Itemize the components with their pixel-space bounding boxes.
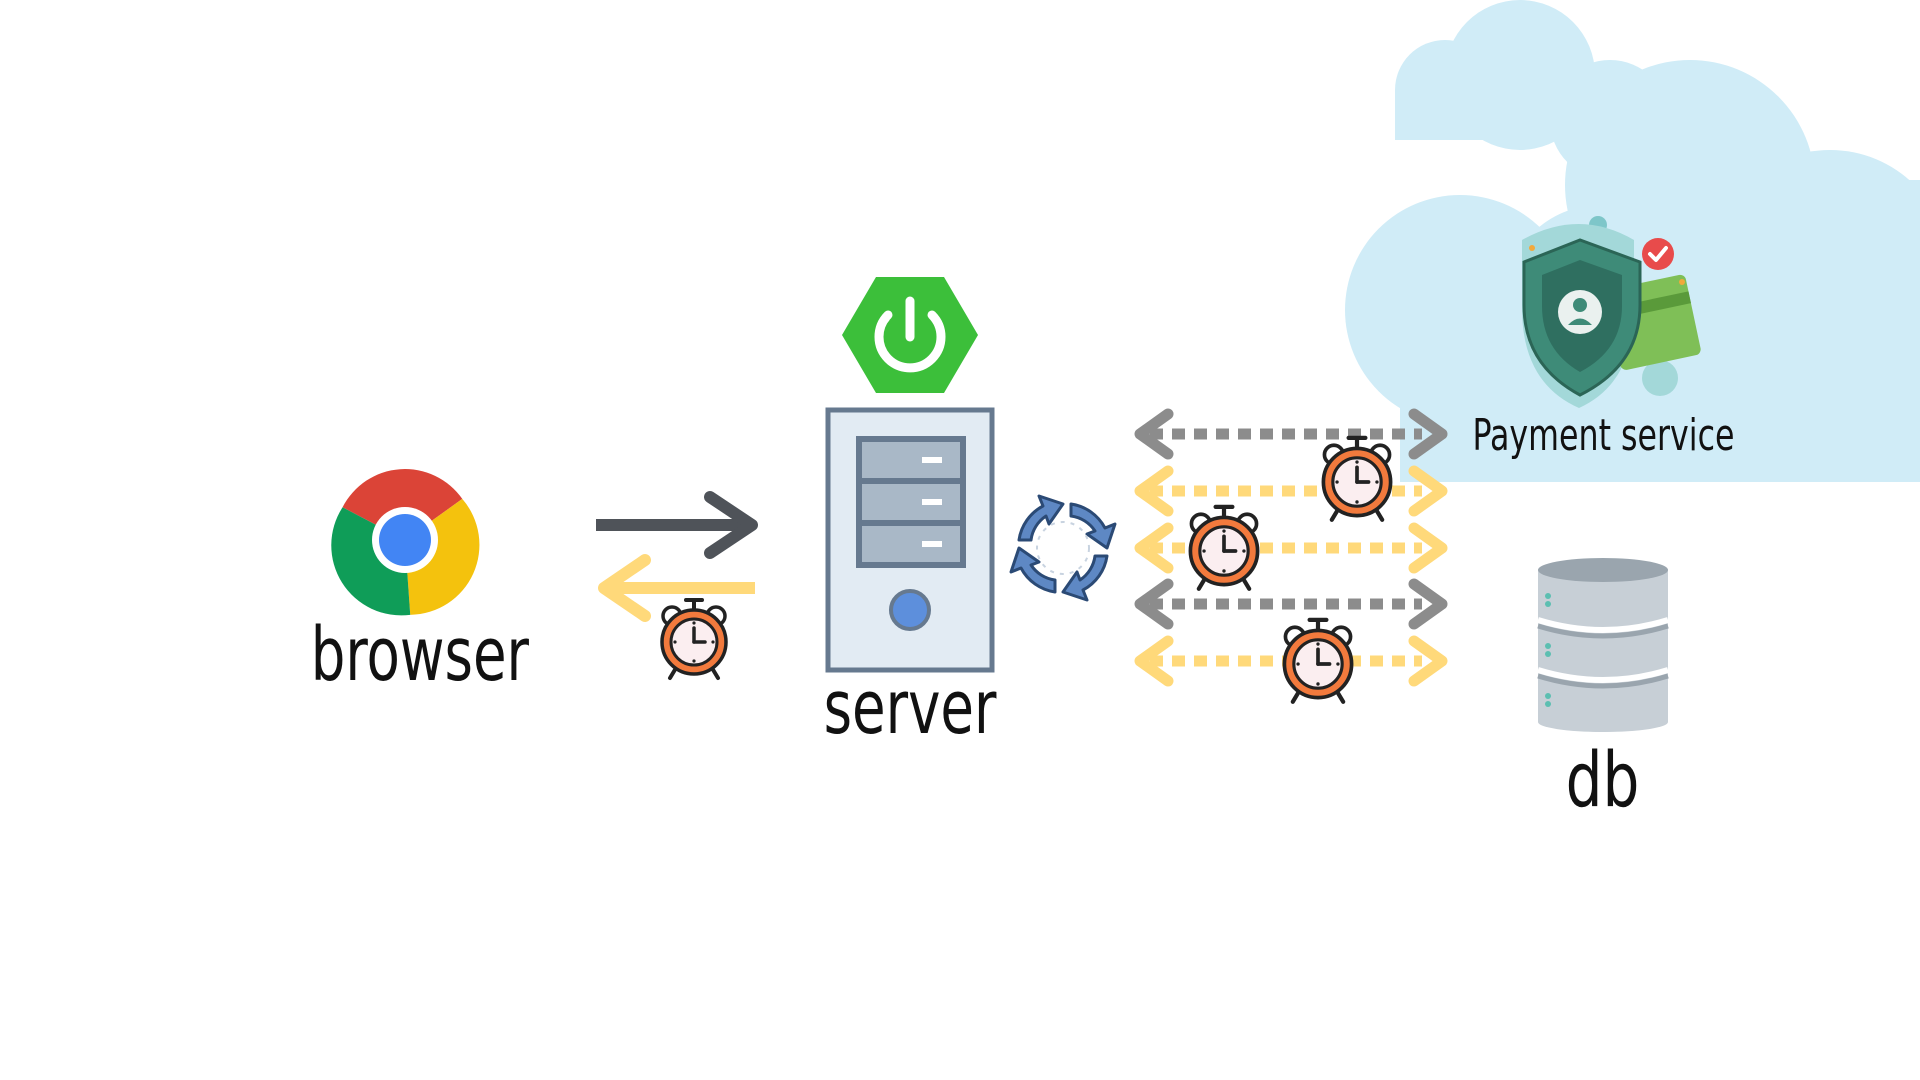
cycle-arrows-icon bbox=[1009, 494, 1117, 602]
alarm-clock-icon bbox=[1323, 438, 1390, 520]
sync-arrow-1 bbox=[1134, 408, 1448, 460]
spring-boot-power-icon bbox=[842, 277, 978, 393]
payment-shield-card-icon bbox=[1522, 216, 1701, 408]
alarm-clock-icon bbox=[660, 598, 728, 680]
request-arrow bbox=[596, 491, 758, 559]
sync-arrow-3 bbox=[1134, 522, 1448, 574]
sync-arrow-2 bbox=[1134, 465, 1448, 517]
sync-arrow-4 bbox=[1134, 578, 1448, 630]
server-tower-icon bbox=[825, 407, 995, 673]
alarm-clock-icon bbox=[1284, 620, 1351, 702]
payment-service-label: Payment service bbox=[1472, 410, 1735, 461]
alarm-clock-icon bbox=[1190, 507, 1257, 589]
server-label: server bbox=[823, 665, 997, 751]
response-arrow bbox=[598, 554, 755, 622]
database-icon bbox=[1537, 558, 1669, 732]
db-label: db bbox=[1565, 735, 1640, 824]
browser-label: browser bbox=[310, 612, 529, 698]
chrome-browser-icon bbox=[331, 469, 480, 616]
